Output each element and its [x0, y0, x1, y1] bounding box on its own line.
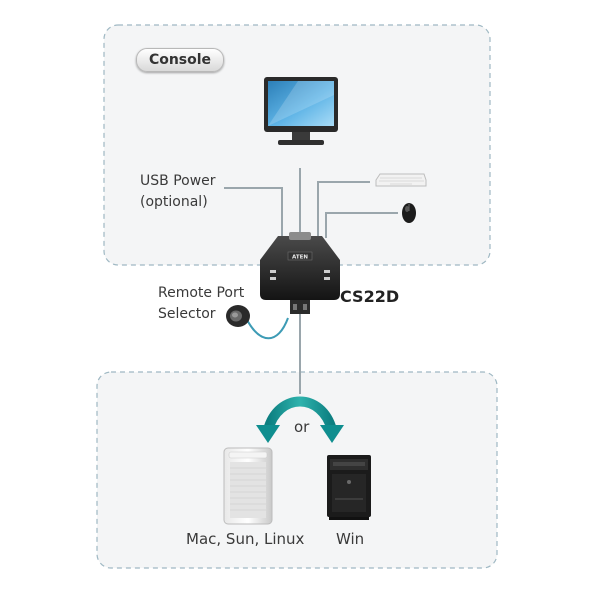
mouse-cable — [325, 212, 398, 238]
remote-selector-cable — [245, 317, 289, 339]
or-label: or — [294, 418, 310, 436]
usb-power-label-line2: (optional) — [140, 194, 208, 210]
computer-label-mac: Mac, Sun, Linux — [186, 530, 305, 548]
remote-selector-label-line2: Selector — [158, 306, 216, 322]
remote-selector-label-line1: Remote Port — [158, 285, 245, 301]
windows-tower-icon — [327, 455, 371, 520]
switch-brand: ATEN — [292, 255, 308, 261]
monitor-icon — [264, 77, 338, 145]
kvm-switch-icon: ATEN — [260, 232, 340, 314]
computers-panel — [96, 371, 498, 569]
cables — [224, 168, 398, 394]
usb-power-cable — [224, 187, 283, 238]
computer-label-win: Win — [336, 530, 365, 548]
mouse-icon — [402, 203, 416, 223]
keyboard-cable — [317, 181, 370, 238]
switch-model-label: CS22D — [340, 287, 400, 306]
mac-pro-tower-icon — [223, 447, 273, 525]
usb-power-label-line1: USB Power — [140, 173, 216, 189]
switch-arrow-icon — [256, 396, 344, 443]
remote-selector-icon — [226, 305, 250, 327]
console-title: Console — [136, 48, 224, 72]
keyboard-icon — [375, 173, 427, 187]
